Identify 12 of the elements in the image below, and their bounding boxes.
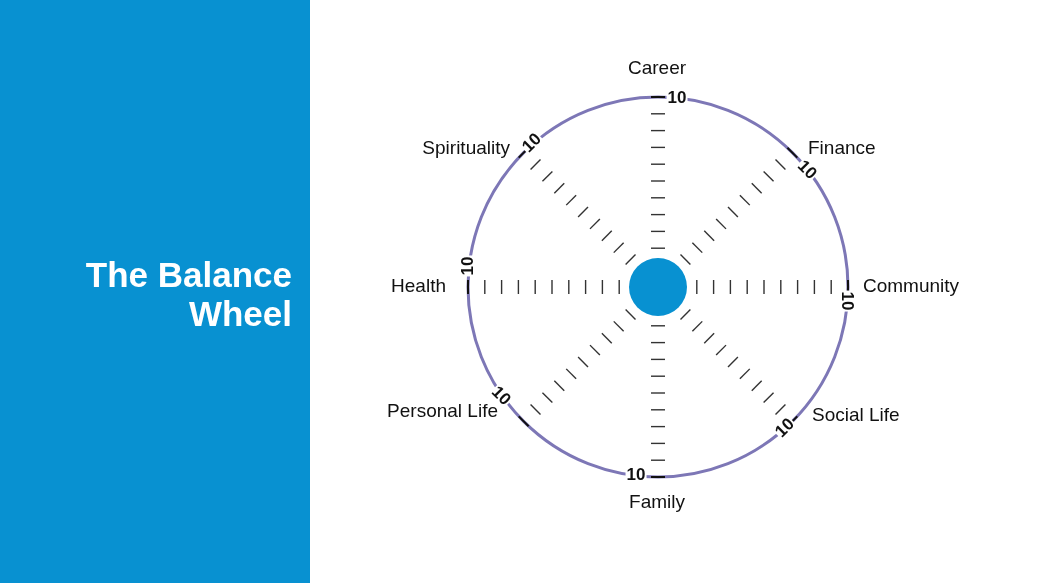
scale-max-label: 10	[839, 290, 855, 312]
scale-max-label: 10	[460, 255, 476, 277]
category-label: Family	[629, 491, 685, 513]
category-label: Spirituality	[422, 137, 510, 159]
category-label: Health	[391, 275, 446, 297]
category-label: Social Life	[812, 404, 900, 426]
scale-max-label: 10	[625, 467, 647, 483]
category-label: Finance	[808, 137, 876, 159]
title: The Balance Wheel	[84, 255, 292, 333]
category-label: Career	[627, 57, 687, 79]
category-label: Community	[863, 275, 960, 297]
scale-max-label: 10	[666, 90, 688, 106]
